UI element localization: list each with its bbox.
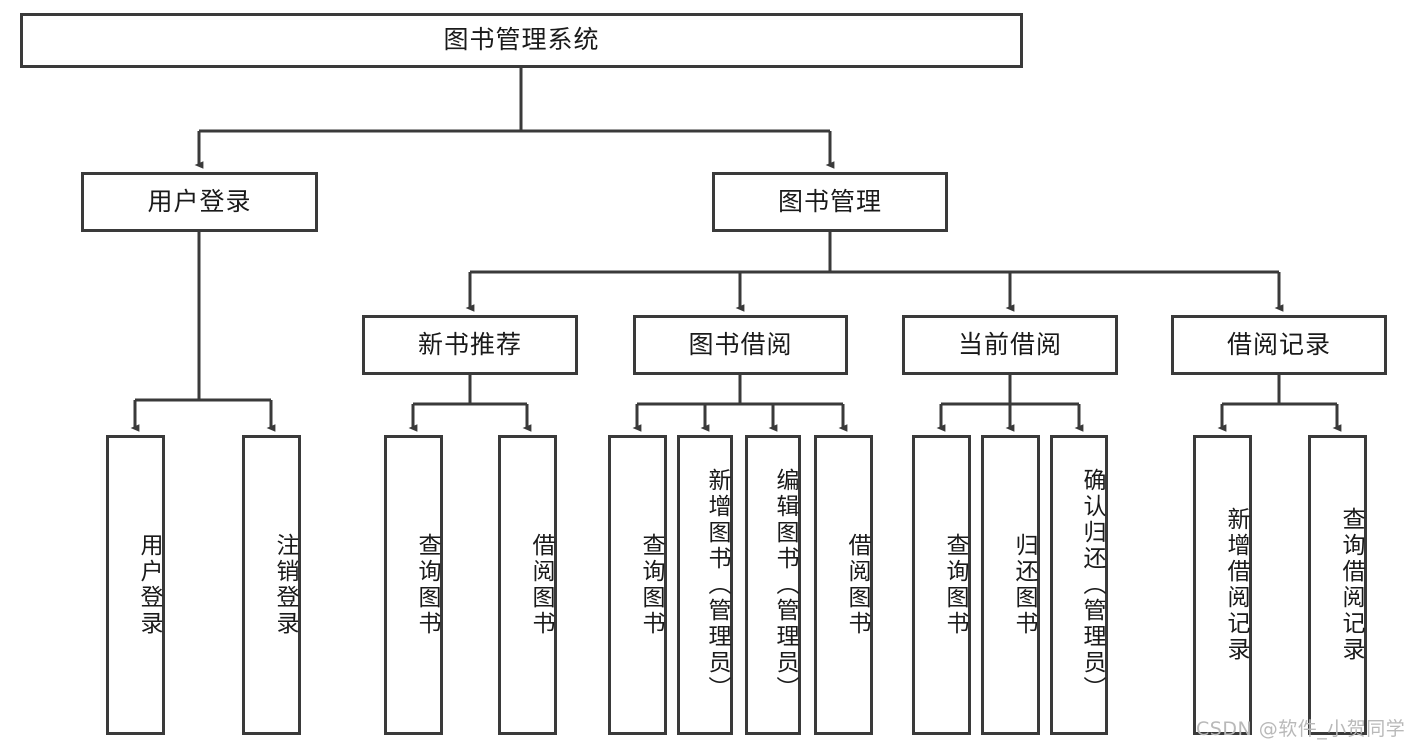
node-label: 编辑图书（管理员） xyxy=(772,468,798,702)
csdn-watermark: CSDN @软件_小贺同学 xyxy=(1196,718,1405,740)
node-label: 新书推荐 xyxy=(417,329,522,359)
leaf-records-add-record[interactable]: 新增借阅记录 xyxy=(1193,435,1252,735)
node-label: 归还图书 xyxy=(1011,533,1037,637)
node-label: 借阅记录 xyxy=(1226,329,1331,359)
node-label: 用户登录 xyxy=(136,533,162,637)
node-label: 图书借阅 xyxy=(688,329,793,359)
node-label: 新增借阅记录 xyxy=(1223,507,1249,663)
node-label: 查询图书 xyxy=(638,533,664,637)
leaf-current-return-book[interactable]: 归还图书 xyxy=(981,435,1040,735)
node-current-borrow[interactable]: 当前借阅 xyxy=(902,315,1118,375)
node-user-login[interactable]: 用户登录 xyxy=(81,172,318,232)
leaf-current-confirm-return-admin[interactable]: 确认归还（管理员） xyxy=(1050,435,1108,735)
leaf-records-query-record[interactable]: 查询借阅记录 xyxy=(1308,435,1367,735)
node-label: 新增图书（管理员） xyxy=(704,468,730,702)
node-book-borrow[interactable]: 图书借阅 xyxy=(633,315,848,375)
leaf-user-logout[interactable]: 注销登录 xyxy=(242,435,301,735)
node-label: 查询图书 xyxy=(942,533,968,637)
node-label: 借阅图书 xyxy=(528,533,554,637)
node-label: 图书管理 xyxy=(777,186,882,216)
node-label: 图书管理系统 xyxy=(443,25,600,55)
leaf-borrow-query-book[interactable]: 查询图书 xyxy=(608,435,667,735)
leaf-current-query-book[interactable]: 查询图书 xyxy=(912,435,971,735)
node-root-system[interactable]: 图书管理系统 xyxy=(20,13,1023,68)
node-label: 用户登录 xyxy=(147,186,252,216)
leaf-borrow-edit-book-admin[interactable]: 编辑图书（管理员） xyxy=(745,435,801,735)
node-new-book-recommend[interactable]: 新书推荐 xyxy=(362,315,578,375)
node-label: 注销登录 xyxy=(272,533,298,637)
leaf-user-login[interactable]: 用户登录 xyxy=(106,435,165,735)
leaf-newbook-query-book[interactable]: 查询图书 xyxy=(384,435,443,735)
leaf-borrow-borrow-book[interactable]: 借阅图书 xyxy=(814,435,873,735)
node-label: 确认归还（管理员） xyxy=(1079,468,1105,702)
node-label: 查询借阅记录 xyxy=(1338,507,1364,663)
node-book-management[interactable]: 图书管理 xyxy=(712,172,948,232)
node-borrow-records[interactable]: 借阅记录 xyxy=(1171,315,1387,375)
node-label: 查询图书 xyxy=(414,533,440,637)
node-label: 当前借阅 xyxy=(957,329,1062,359)
leaf-newbook-borrow-book[interactable]: 借阅图书 xyxy=(498,435,557,735)
leaf-borrow-add-book-admin[interactable]: 新增图书（管理员） xyxy=(677,435,733,735)
node-label: 借阅图书 xyxy=(844,533,870,637)
